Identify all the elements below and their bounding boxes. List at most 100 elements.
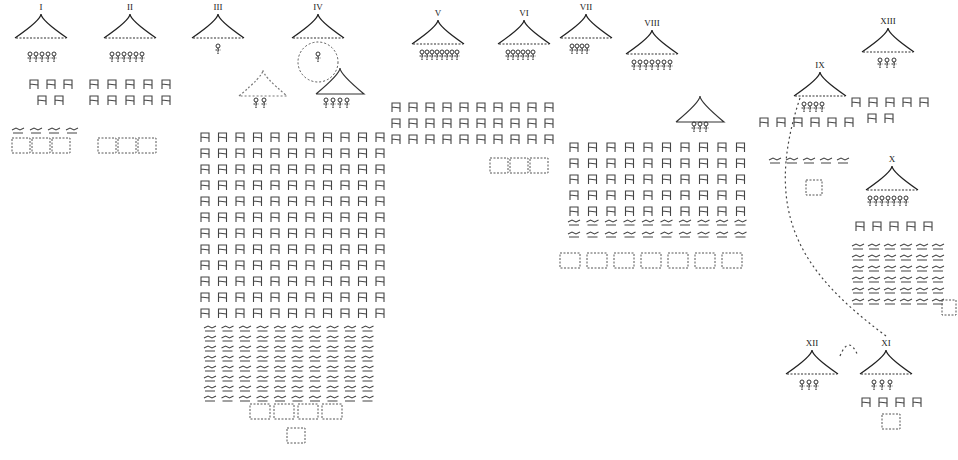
figure-head — [650, 60, 654, 64]
figure-head — [868, 196, 872, 200]
h-glyph — [737, 175, 745, 184]
h-glyph — [443, 135, 451, 144]
horse-glyph — [239, 386, 251, 391]
h-glyph — [324, 133, 332, 142]
h-glyph — [737, 159, 745, 168]
h-glyph — [663, 207, 671, 216]
horse-glyph — [239, 346, 251, 351]
tent-node: VI — [496, 6, 552, 46]
tent-base — [193, 37, 243, 38]
h-glyph — [868, 114, 876, 123]
h-glyph — [626, 159, 634, 168]
h-glyph — [254, 309, 262, 318]
square-mark — [52, 138, 70, 153]
figure-head — [820, 102, 824, 106]
h-glyph — [700, 191, 708, 200]
figure-head — [886, 196, 890, 200]
figure-head — [880, 196, 884, 200]
h-glyph — [359, 197, 367, 206]
figure-head — [435, 50, 439, 54]
h-glyph — [607, 175, 615, 184]
horse-glyph — [292, 396, 304, 401]
horse-glyph — [916, 299, 928, 304]
figure-body — [345, 102, 350, 109]
horse-glyph — [257, 346, 269, 351]
h-glyph — [477, 119, 485, 128]
tent-base — [867, 189, 917, 190]
h-glyph — [862, 398, 870, 407]
horse-glyph — [362, 326, 374, 331]
dotted-connector — [785, 98, 886, 336]
h-glyph — [306, 261, 314, 270]
figure-head — [662, 60, 666, 64]
horse-glyph — [309, 356, 321, 361]
figure-body — [874, 200, 879, 207]
horse-glyph — [362, 376, 374, 381]
horse-glyph — [222, 396, 234, 401]
h-glyph — [201, 133, 209, 142]
horse-glyph — [204, 386, 216, 391]
h-glyph — [626, 175, 634, 184]
horse-glyph — [222, 346, 234, 351]
figure-body — [521, 54, 526, 61]
tent-node: XI — [858, 336, 914, 376]
figure-body — [254, 102, 259, 109]
h-glyph — [718, 191, 726, 200]
roman-numeral: V — [410, 8, 466, 18]
figure-body — [698, 126, 703, 133]
figure-head — [892, 196, 896, 200]
h-glyph — [90, 96, 98, 105]
horse-glyph — [344, 366, 356, 371]
h-glyph — [254, 213, 262, 222]
horse-glyph — [309, 346, 321, 351]
h-glyph — [271, 197, 279, 206]
h-glyph — [201, 261, 209, 270]
square-mark — [882, 414, 900, 429]
square-mark — [12, 138, 30, 153]
horse-glyph — [868, 244, 880, 249]
figure-head — [331, 98, 335, 102]
horse-glyph — [222, 376, 234, 381]
horse-glyph — [932, 288, 944, 293]
figure-body — [638, 64, 643, 71]
h-glyph — [341, 133, 349, 142]
h-glyph — [341, 181, 349, 190]
square-mark — [641, 253, 661, 268]
h-glyph — [306, 229, 314, 238]
h-glyph — [896, 398, 904, 407]
tent-roof — [104, 14, 156, 38]
h-glyph — [236, 293, 244, 302]
figure-head — [874, 196, 878, 200]
horse-glyph — [257, 336, 269, 341]
horse-glyph — [932, 244, 944, 249]
horse-glyph — [884, 288, 896, 293]
horse-glyph — [274, 366, 286, 371]
h-glyph — [589, 191, 597, 200]
figure-head — [885, 58, 889, 62]
h-glyph — [920, 98, 928, 107]
figure-head — [511, 50, 515, 54]
h-glyph — [254, 229, 262, 238]
figure-head — [338, 98, 342, 102]
h-glyph — [811, 118, 819, 127]
h-glyph — [306, 213, 314, 222]
h-glyph — [306, 309, 314, 318]
square-mark — [98, 138, 116, 153]
h-glyph — [607, 143, 615, 152]
horse-glyph — [820, 158, 832, 163]
h-glyph — [681, 207, 689, 216]
figure-body — [814, 106, 819, 113]
tent-symbol — [860, 26, 916, 54]
h-glyph — [460, 103, 468, 112]
horse-glyph — [327, 366, 339, 371]
horse-glyph — [900, 277, 912, 282]
horse-glyph — [239, 326, 251, 331]
roman-numeral: VIII — [624, 18, 680, 28]
h-glyph — [144, 80, 152, 89]
h-glyph — [271, 229, 279, 238]
tent-node: XII — [784, 336, 840, 376]
dotted-circle — [298, 42, 338, 82]
h-glyph — [511, 103, 519, 112]
h-glyph — [201, 213, 209, 222]
figure-body — [450, 54, 455, 61]
